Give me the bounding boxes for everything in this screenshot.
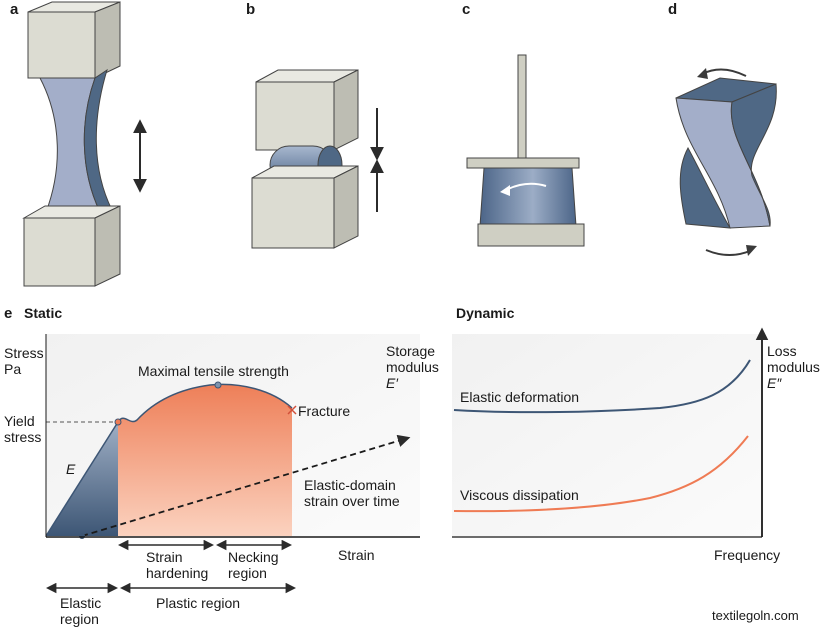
elastic-slope-line	[45, 421, 119, 537]
upper-platen-front	[255, 81, 335, 151]
viscous-dissipation-label: Viscous dissipation	[460, 487, 579, 503]
torsion-illustration	[675, 68, 777, 256]
loss-modulus-label-3: E″	[767, 375, 782, 391]
static-y-axis-label-1: Stress	[4, 345, 44, 361]
necking-label-1: Necking	[228, 549, 279, 565]
rotation-arrowhead-c	[500, 185, 510, 196]
elastic-domain-origin	[79, 533, 85, 539]
elastic-region-label-1: Elastic	[60, 595, 101, 611]
strain-hardening-label-1: Strain	[146, 549, 183, 565]
elastic-domain-label-1: Elastic-domain	[304, 477, 396, 493]
panel-label-e: e	[4, 305, 12, 322]
frequency-label: Frequency	[714, 547, 780, 563]
panel-label-c: c	[462, 1, 470, 18]
stress-strain-curve-plastic	[117, 383, 293, 423]
rheometer-upper-plate	[466, 157, 580, 169]
torsion-specimen-dark-right	[730, 83, 777, 227]
dynamic-chart: Storage modulus E′ Loss modulus E″ Elast…	[386, 327, 820, 563]
modulus-label: E	[66, 461, 76, 477]
rheometer-shaft	[517, 54, 527, 162]
yield-label-2: stress	[4, 429, 41, 445]
rheometer-specimen	[479, 167, 577, 227]
max-strength-marker	[214, 381, 222, 389]
bottom-clamp-side	[94, 205, 121, 287]
top-clamp-side	[94, 1, 121, 79]
strain-hardening-label-2: hardening	[146, 565, 208, 581]
upper-platen-side	[333, 69, 359, 151]
storage-modulus-label-3: E′	[386, 375, 399, 391]
yield-point-marker	[114, 418, 122, 426]
elastic-deformation-label: Elastic deformation	[460, 389, 579, 405]
compression-illustration	[251, 69, 384, 249]
rotation-arrowhead-top	[697, 68, 708, 79]
elastic-domain-label-2: strain over time	[304, 493, 400, 509]
static-title: Static	[24, 305, 62, 321]
fracture-label: Fracture	[298, 403, 350, 419]
tensile-specimen-illustration	[22, 1, 147, 287]
torsion-specimen-dark-left	[679, 146, 731, 229]
max-strength-label: Maximal tensile strength	[138, 363, 289, 379]
static-x-axis-label: Strain	[338, 547, 375, 563]
plastic-region-label: Plastic region	[156, 595, 240, 611]
dynamic-title: Dynamic	[456, 305, 515, 321]
necking-label-2: region	[228, 565, 267, 581]
watermark: textilegoln.com	[712, 608, 799, 623]
storage-modulus-label-1: Storage	[386, 343, 435, 359]
plastic-region-area	[118, 384, 292, 536]
panel-label-d: d	[668, 1, 677, 18]
static-y-axis-label-2: Pa	[4, 361, 21, 377]
lower-platen-front	[251, 177, 335, 249]
bottom-clamp-front	[23, 217, 96, 287]
rheometer-base	[477, 223, 585, 247]
elastic-domain-arrow	[81, 434, 411, 537]
panel-label-a: a	[10, 1, 19, 18]
loss-modulus-label-2: modulus	[767, 359, 820, 375]
panel-label-b: b	[246, 1, 255, 18]
rotation-arrow-top	[701, 68, 747, 77]
rotation-arrowhead-bottom	[746, 245, 757, 256]
elastic-region-label-2: region	[60, 611, 99, 627]
lower-platen-side	[333, 165, 359, 249]
viscous-dissipation-curve	[453, 435, 749, 513]
loss-modulus-label-1: Loss	[767, 343, 797, 359]
yield-label-1: Yield	[4, 413, 35, 429]
storage-modulus-label-2: modulus	[386, 359, 439, 375]
top-clamp-front	[27, 11, 96, 79]
fracture-marker-b	[287, 405, 297, 415]
dynamic-plot-background	[452, 334, 762, 538]
elastic-deformation-curve	[453, 359, 751, 414]
rotation-arrow-bottom	[705, 249, 753, 256]
static-chart: Stress Pa Yield stress E Maximal tensile…	[4, 334, 420, 627]
rheometer-illustration	[466, 54, 585, 247]
